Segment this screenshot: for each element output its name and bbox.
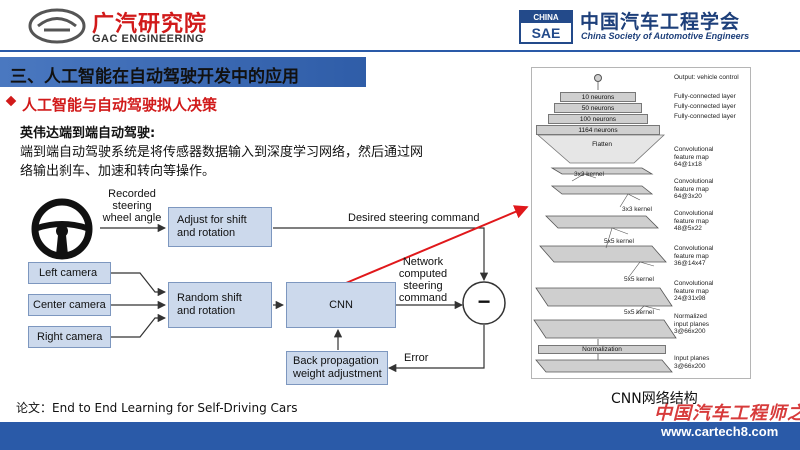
conv-label-1: Convolutional feature map 64@1x18 <box>674 146 714 168</box>
kernel-label-1: 3x3 kernel <box>574 171 604 178</box>
conv-plane-2 <box>550 185 654 195</box>
gac-logo-chinese: 广汽研究院 <box>92 12 208 37</box>
recorded-angle-label: Recorded steering wheel angle <box>102 188 162 224</box>
normalized-label: Normalized input planes 3@66x200 <box>674 313 710 335</box>
normalization-layer: Normalization <box>538 345 666 354</box>
fc-label-1: Fully-connected layer <box>674 93 736 100</box>
red-link-arrow <box>345 205 529 284</box>
left-camera-box: Left camera <box>28 262 111 284</box>
kernel-label-2: 3x3 kernel <box>622 206 652 213</box>
input-label: Input planes 3@66x200 <box>674 355 710 370</box>
arrow-right-camera <box>111 313 167 338</box>
conv-label-3: Convolutional feature map 48@5x22 <box>674 210 714 232</box>
watermark-url: www.cartech8.com <box>661 424 779 439</box>
network-command-label: Network computed steering command <box>398 256 448 304</box>
csae-name-english: China Society of Automotive Engineers <box>581 31 750 41</box>
adjust-shift-rotation-box: Adjust for shift and rotation <box>168 207 272 247</box>
kernel-label-3: 5x5 kernel <box>604 238 634 245</box>
normalized-plane <box>533 319 677 339</box>
body-text-line-1: 端到端自动驾驶系统是将传感器数据输入到深度学习网络，然后通过网 <box>20 145 424 160</box>
kernel-label-4: 5x5 kernel <box>624 276 654 283</box>
fc-layer-1164: 1164 neurons <box>536 125 660 135</box>
flatten-label: Flatten <box>592 141 612 148</box>
citation: 论文：End to End Learning for Self-Driving … <box>16 401 298 415</box>
fc-layer-10: 10 neurons <box>560 92 636 102</box>
gac-logo-icon <box>28 8 86 44</box>
output-node <box>594 74 602 82</box>
sae-logo: CHINA SAE <box>519 10 573 44</box>
cnn-architecture-panel: 10 neurons 50 neurons 100 neurons 1164 n… <box>531 67 751 379</box>
minus-sign: − <box>477 289 491 314</box>
cnn-layer-drawing <box>533 74 677 373</box>
nvidia-heading: 英伟达端到端自动驾驶: <box>20 126 156 141</box>
footer-band <box>0 422 800 450</box>
fc-layer-100: 100 neurons <box>548 114 648 124</box>
csae-name-chinese: 中国汽车工程学会 <box>580 11 741 33</box>
desired-command-label: Desired steering command <box>348 212 480 224</box>
sae-logo-word: SAE <box>531 25 561 41</box>
center-camera-box: Center camera <box>28 294 111 316</box>
kernel-label-5: 5x5 kernel <box>624 309 654 316</box>
input-plane <box>535 359 673 373</box>
conv-plane-5 <box>535 287 673 307</box>
steering-wheel-icon <box>31 198 93 260</box>
fc-label-3: Fully-connected layer <box>674 113 736 120</box>
body-text-line-2: 络输出刹车、加速和转向等操作。 <box>20 164 216 179</box>
conv-plane-4 <box>539 245 667 263</box>
subtract-node-circle <box>462 281 506 325</box>
cnn-box: CNN <box>286 282 396 328</box>
error-label: Error <box>404 352 429 364</box>
right-camera-box: Right camera <box>28 326 111 348</box>
section-title-bar <box>0 57 366 87</box>
arrow-desired-command <box>273 227 489 282</box>
random-shift-rotation-box: Random shift and rotation <box>168 282 272 328</box>
conv-plane-1 <box>550 167 654 175</box>
arrow-left-camera <box>111 272 167 297</box>
conv-label-2: Convolutional feature map 64@3x20 <box>674 178 714 200</box>
backprop-box: Back propagation weight adjustment <box>286 351 388 385</box>
gac-logo-english: GAC ENGINEERING <box>92 33 205 45</box>
flatten-funnel <box>536 134 666 164</box>
section-title: 三、人工智能在自动驾驶开发中的应用 <box>10 67 299 87</box>
fc-label-2: Fully-connected layer <box>674 103 736 110</box>
sae-logo-china: CHINA <box>521 12 571 23</box>
header-divider <box>0 50 800 52</box>
cnn-caption: CNN网络结构 <box>611 391 698 407</box>
conv-label-4: Convolutional feature map 36@14x47 <box>674 245 714 267</box>
output-label: Output: vehicle control <box>674 74 739 81</box>
arrow-error <box>387 325 485 373</box>
subheading: 人工智能与自动驾驶拟人决策 <box>22 96 218 114</box>
fc-layer-50: 50 neurons <box>554 103 642 113</box>
watermark-chinese: 中国汽车工程师之家 <box>654 403 800 424</box>
conv-plane-3 <box>545 215 659 229</box>
conv-label-5: Convolutional feature map 24@31x98 <box>674 280 714 302</box>
